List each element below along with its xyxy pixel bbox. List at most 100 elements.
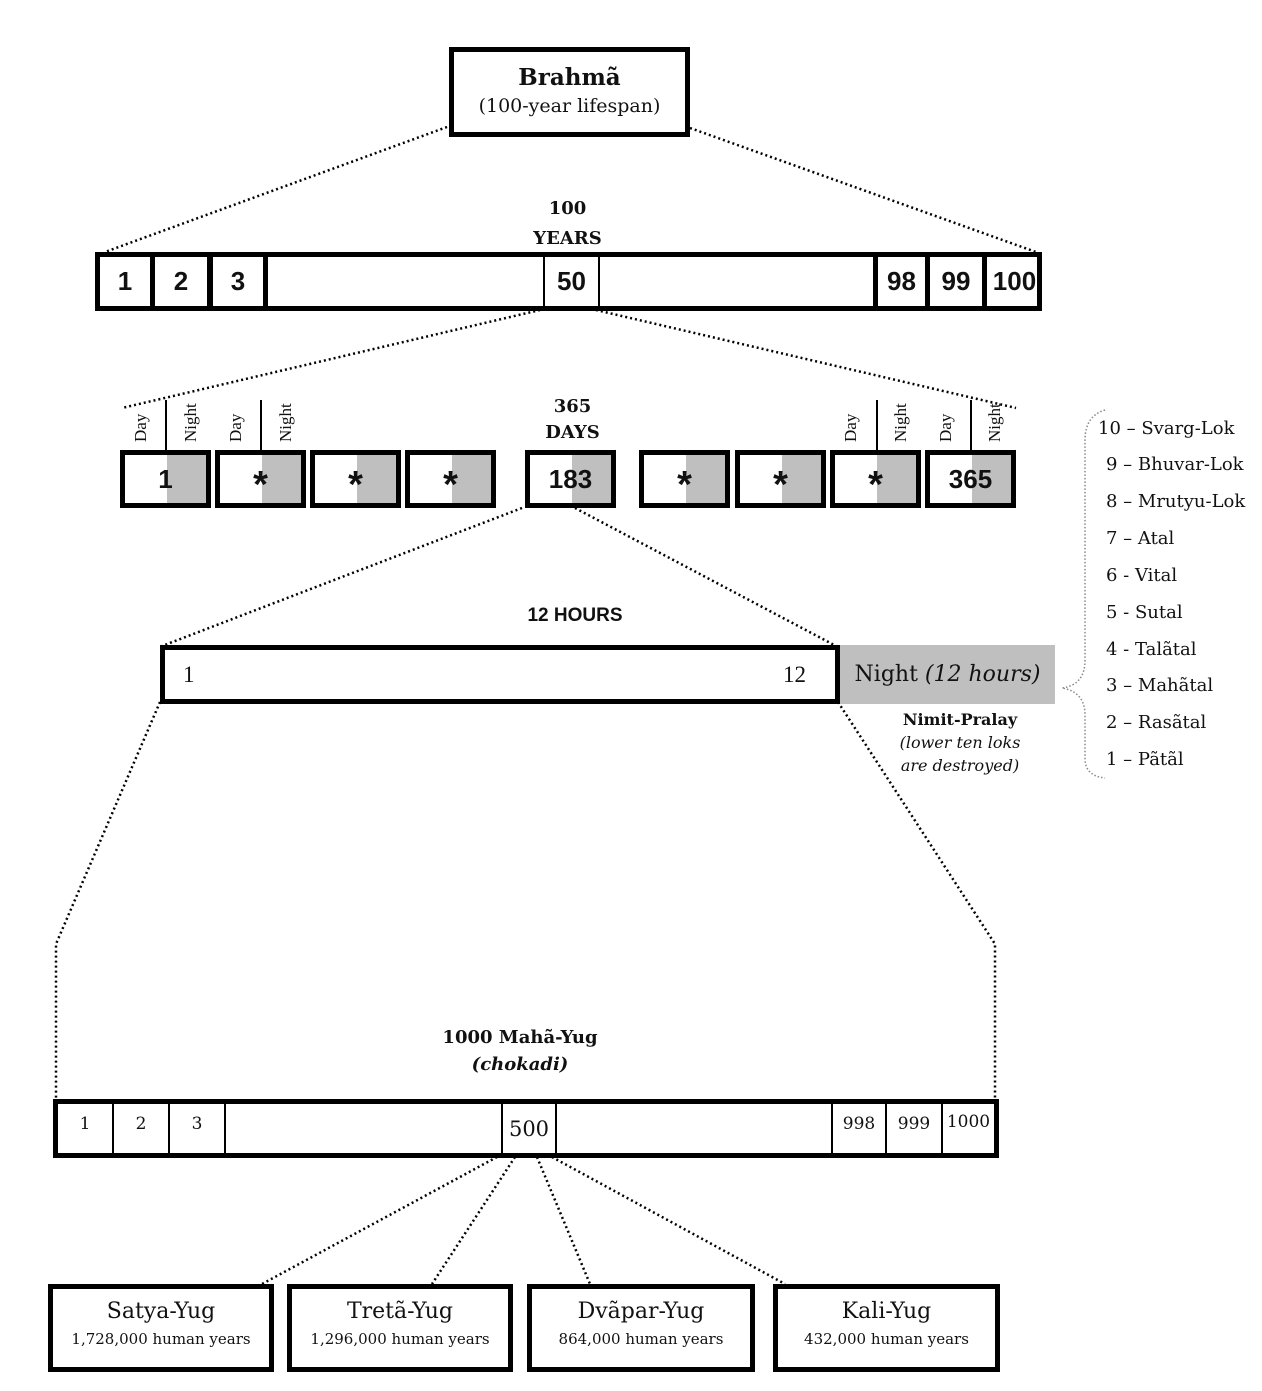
- loks-brace: [1061, 409, 1106, 779]
- days-heading-number: 365: [553, 396, 592, 417]
- mahayug-cell-label: 2: [135, 1114, 147, 1134]
- yug-years: 1,728,000 human years: [71, 1330, 251, 1348]
- mahayug-cell: 1: [58, 1104, 114, 1153]
- day-box: 1: [120, 450, 211, 508]
- pralay-caption: Nimit-Pralay (lower ten loks are destroy…: [880, 708, 1040, 777]
- days-heading-unit: DAYS: [545, 422, 600, 443]
- year-cell: 3: [208, 252, 268, 311]
- brahma-box: Brahmã (100-year lifespan): [449, 47, 690, 137]
- day-night-tick-1: [165, 400, 167, 450]
- day-box: *: [639, 450, 730, 508]
- years-heading-number: 100: [548, 198, 587, 219]
- lok-item: 9 – Bhuvar-Lok: [1106, 454, 1244, 475]
- mahayug-cell: 1000: [943, 1104, 994, 1153]
- yug-name: Tretã-Yug: [346, 1299, 454, 1324]
- hours-bar: 1 12 Night (12 hours): [160, 645, 1055, 704]
- day-label-1: Day: [131, 413, 150, 442]
- yug-years: 864,000 human years: [558, 1330, 724, 1348]
- lok-item: 10 – Svarg-Lok: [1098, 418, 1235, 439]
- year-cell: 100: [987, 257, 1042, 306]
- year-cell: 98: [873, 257, 930, 306]
- yug-name: Kali-Yug: [841, 1299, 932, 1324]
- yug-box-treta: Tretã-Yug 1,296,000 human years: [287, 1284, 513, 1372]
- year-cell: 1: [95, 252, 155, 311]
- lok-item: 3 – Mahãtal: [1106, 675, 1214, 696]
- days-heading: 365 DAYS: [520, 394, 625, 446]
- mahayug-cell: 998: [831, 1104, 887, 1153]
- connector-year50-left: [121, 308, 541, 410]
- day-label-2: Day: [226, 413, 245, 442]
- day-box-label: 183: [548, 463, 593, 494]
- connector-hours-right: [836, 701, 997, 1100]
- day-box: *: [310, 450, 401, 508]
- night-label-3: Night: [891, 403, 910, 442]
- lok-item: 7 – Atal: [1106, 528, 1175, 549]
- connector-year50-right: [595, 308, 1017, 410]
- day-label-3: Day: [841, 413, 860, 442]
- day-box: *: [830, 450, 921, 508]
- day-box-label: *: [868, 463, 883, 506]
- night-segment: Night (12 hours): [835, 645, 1055, 704]
- connector-yug-dvapar: [535, 1156, 592, 1285]
- mahayug-cell-label: 500: [508, 1116, 550, 1141]
- years-heading: 100 YEARS: [510, 194, 625, 254]
- day-box-label: *: [443, 463, 458, 506]
- mahayug-heading: 1000 Mahã-Yug (chokadi): [400, 1024, 640, 1078]
- pralay-note-line1: (lower ten loks: [899, 733, 1021, 752]
- year-cell-label: 50: [557, 266, 586, 296]
- night-label-1: Night: [181, 403, 200, 442]
- mahayug-cell: 999: [887, 1104, 943, 1153]
- lok-item: 2 – Rasãtal: [1106, 712, 1207, 733]
- year-cell-label: 1: [117, 266, 133, 296]
- brahma-title: Brahmã: [518, 64, 621, 91]
- year-cell: 99: [930, 257, 987, 306]
- year-cell-label: 2: [173, 266, 189, 296]
- yug-years: 432,000 human years: [804, 1330, 969, 1348]
- mahayug-cell-label: 1000: [946, 1112, 991, 1132]
- pralay-note-line2: are destroyed): [900, 756, 1020, 775]
- mahayug-cell: 3: [170, 1104, 226, 1153]
- mahayug-cell-label: 998: [842, 1114, 876, 1134]
- day-night-tick-2: [260, 400, 262, 450]
- yug-box-kali: Kali-Yug 432,000 human years: [773, 1284, 1000, 1372]
- mahayug-subtitle: (chokadi): [471, 1054, 569, 1075]
- night-label-2: Night: [276, 403, 295, 442]
- years-heading-unit: YEARS: [533, 228, 602, 249]
- lok-item: 5 - Sutal: [1106, 602, 1183, 623]
- connector-brahma-left: [104, 125, 448, 254]
- night-label-4: Night: [985, 403, 1004, 442]
- day-box-label: *: [773, 463, 788, 506]
- hours-end: 12: [783, 662, 806, 687]
- day-box-label: 365: [948, 463, 993, 494]
- day-box-label: *: [677, 463, 692, 506]
- day-box: *: [405, 450, 496, 508]
- mahayug-cell: 500: [501, 1104, 557, 1153]
- day-night-tick-3: [876, 400, 878, 450]
- day-box: *: [735, 450, 826, 508]
- year-cell: 2: [155, 257, 210, 306]
- day-night-tick-4: [970, 400, 972, 450]
- connector-brahma-right: [689, 126, 1037, 254]
- year-cell-label: 99: [941, 266, 971, 296]
- mahayug-cell-label: 1: [79, 1114, 91, 1134]
- mahayug-title: 1000 Mahã-Yug: [442, 1027, 598, 1048]
- mahayug-cell-label: 3: [191, 1114, 203, 1134]
- hours-start: 1: [183, 662, 195, 687]
- mahayug-cell: 2: [114, 1104, 170, 1153]
- brahma-subtitle: (100-year lifespan): [478, 95, 661, 117]
- year-cell-label: 100: [992, 266, 1037, 296]
- night-segment-detail: (12 hours): [924, 662, 1041, 687]
- lok-item: 8 – Mrutyu-Lok: [1106, 491, 1246, 512]
- connector-yug-satya: [261, 1155, 498, 1286]
- pralay-title: Nimit-Pralay: [902, 710, 1018, 729]
- day-box-label: 1: [158, 463, 173, 494]
- yug-name: Dvãpar-Yug: [577, 1299, 705, 1324]
- connector-day183-left: [161, 506, 523, 648]
- connector-yug-treta: [430, 1156, 517, 1285]
- day-label-4: Day: [936, 413, 955, 442]
- connector-yug-kali: [551, 1155, 786, 1286]
- day-box-label: *: [348, 463, 363, 506]
- day-box-label: *: [253, 463, 268, 506]
- mahayug-cell-label: 999: [897, 1114, 931, 1134]
